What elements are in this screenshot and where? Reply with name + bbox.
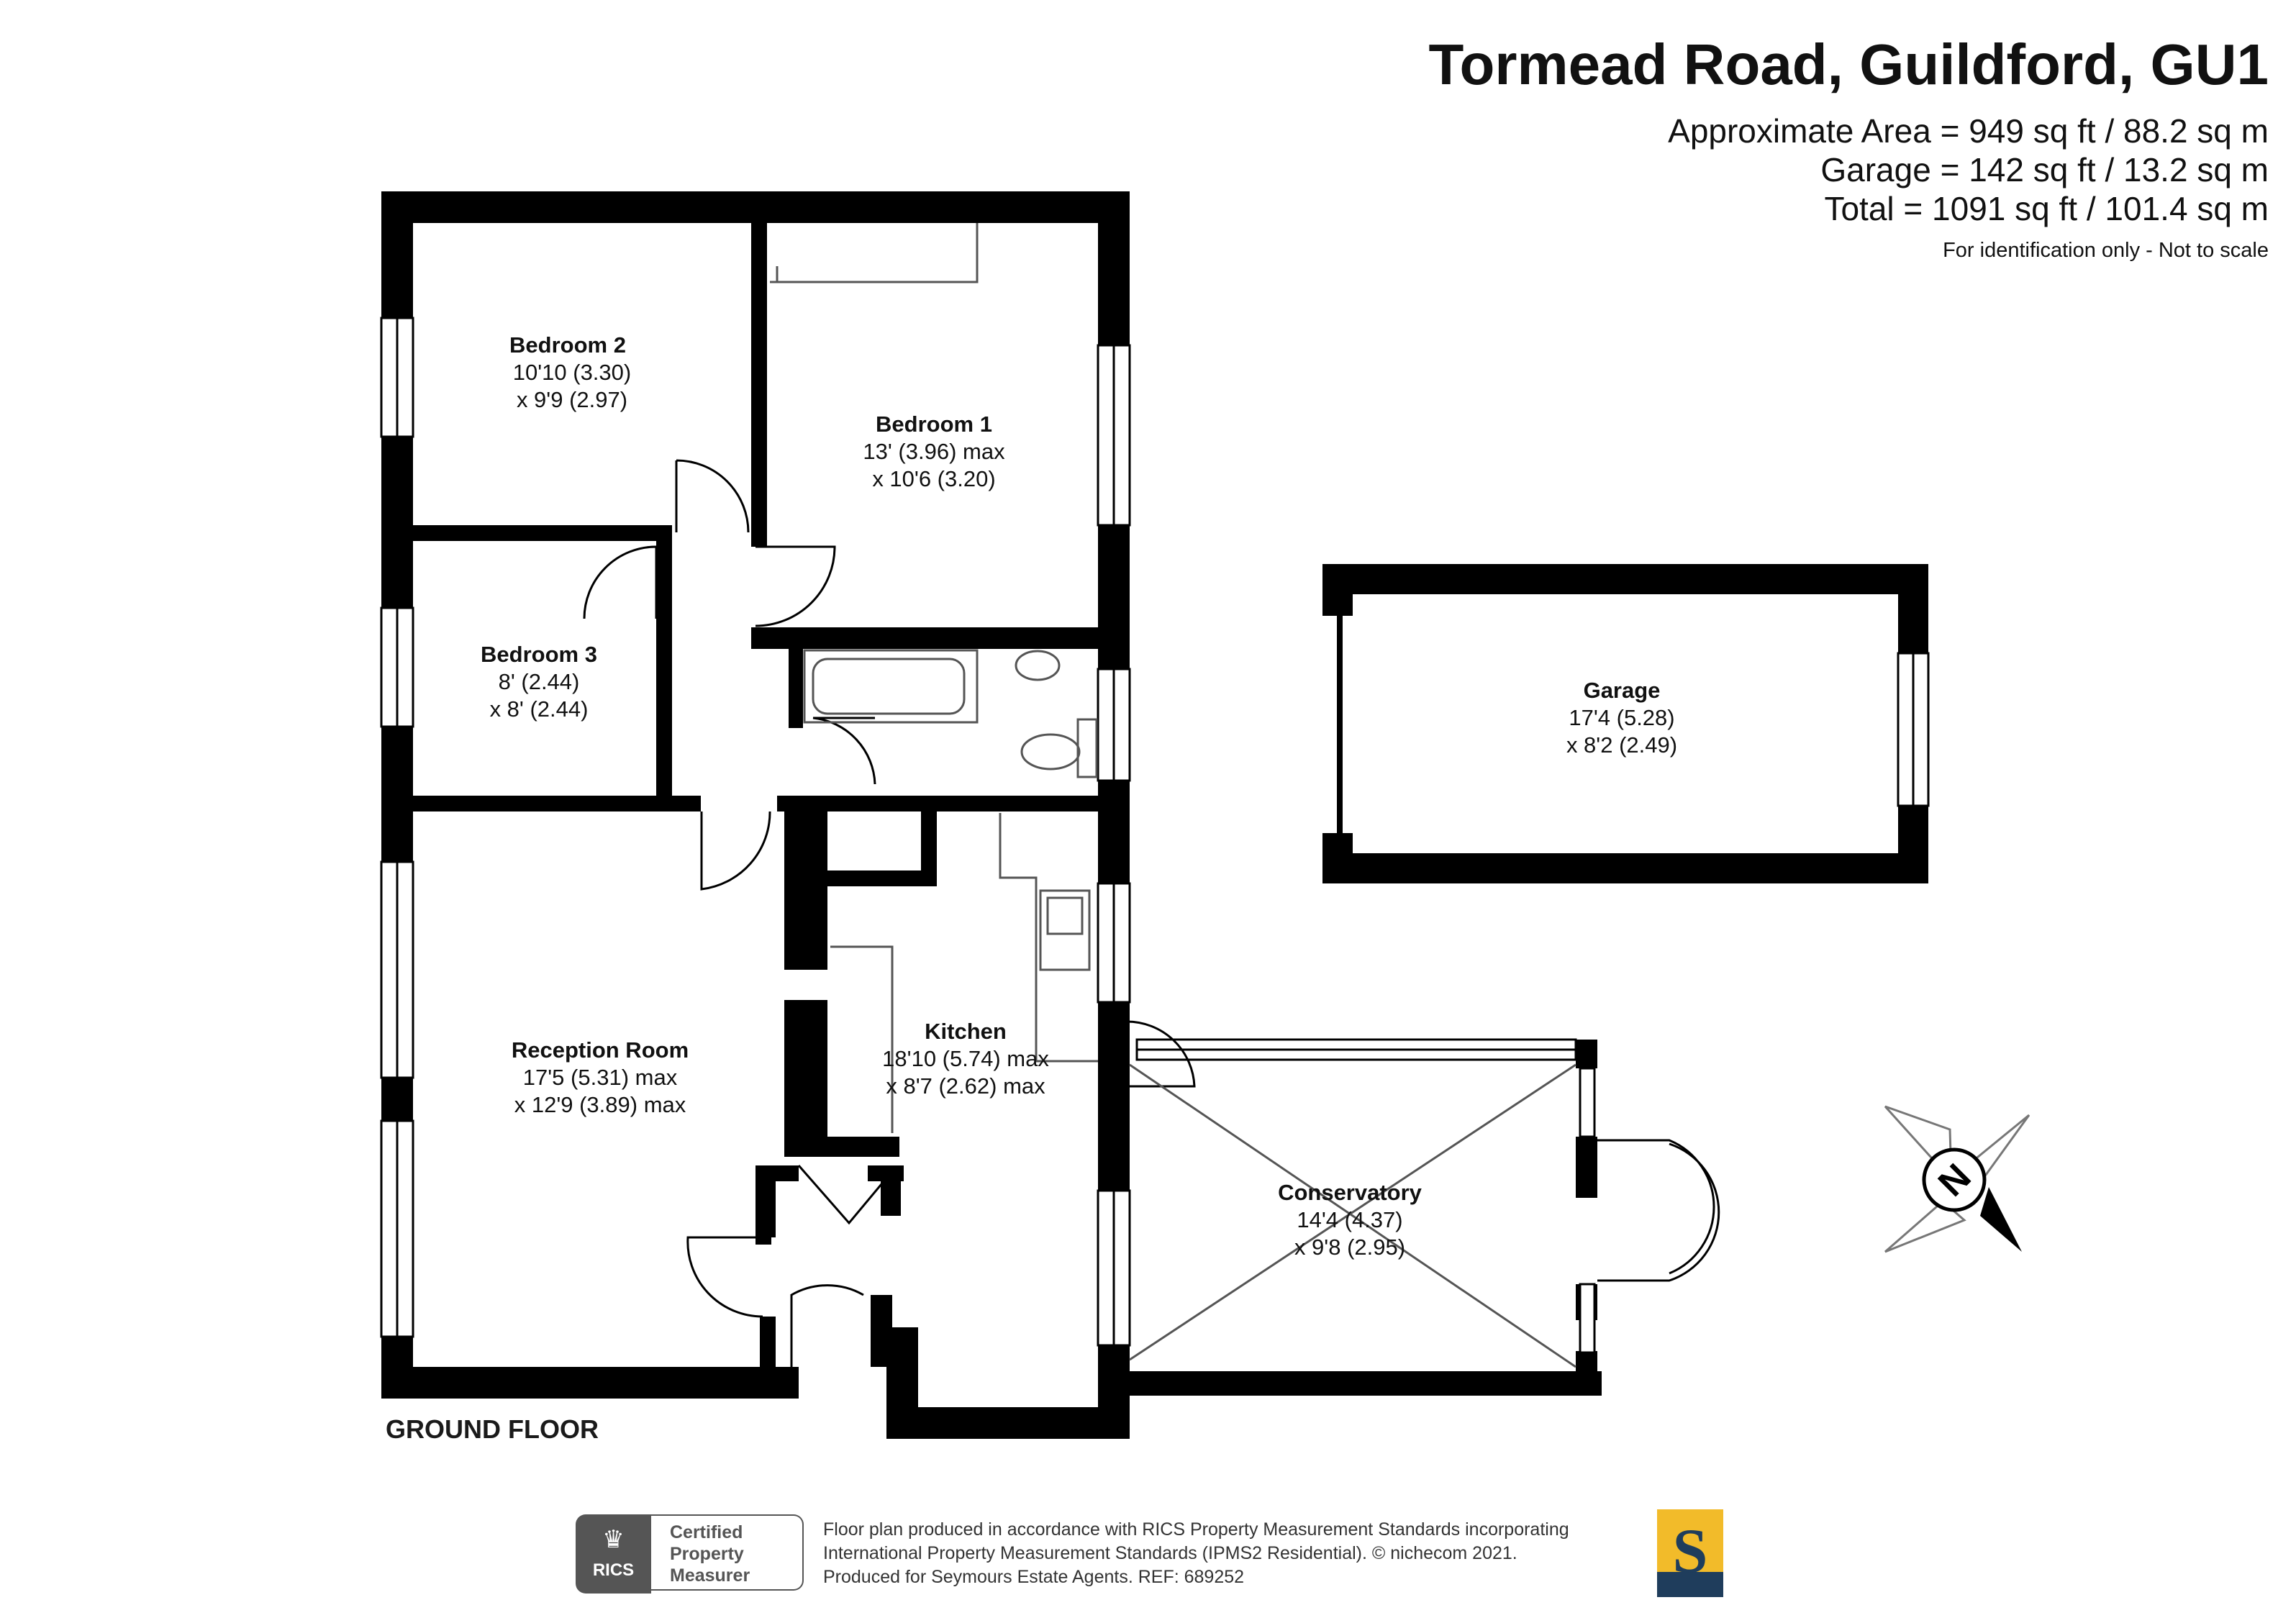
bedroom2-name: Bedroom 2 (509, 332, 626, 358)
kitchen-dim1: 18'10 (5.74) max (882, 1046, 1049, 1071)
bedroom1-dim2: x 10'6 (3.20) (872, 466, 995, 491)
total-area: Total = 1091 sq ft / 101.4 sq m (1824, 190, 2269, 227)
reception-dim1: 17'5 (5.31) max (523, 1065, 678, 1090)
doors (583, 459, 1720, 1367)
bedroom1-name: Bedroom 1 (876, 412, 992, 437)
footer-text: Floor plan produced in accordance with R… (823, 1518, 1569, 1589)
bedroom2-dim2: x 9'9 (2.97) (517, 387, 627, 412)
rics-badge-line: Certified (670, 1522, 743, 1542)
bath (803, 649, 979, 724)
wardrobe-rail (770, 223, 979, 283)
garage-dim1: 17'4 (5.28) (1569, 705, 1674, 730)
rics-badge-line: Property (670, 1544, 744, 1564)
conservatory-roof-line (1129, 1063, 1576, 1368)
conservatory-dim2: x 9'8 (2.95) (1294, 1235, 1405, 1260)
reception-name: Reception Room (512, 1037, 689, 1063)
reception-dim2: x 12'9 (3.89) max (514, 1092, 686, 1117)
garage-dim2: x 8'2 (2.49) (1566, 732, 1677, 758)
basin (1015, 650, 1061, 681)
garage-area: Garage = 142 sq ft / 13.2 sq m (1820, 151, 2269, 188)
garage-name: Garage (1584, 678, 1661, 703)
conservatory-dim1: 14'4 (4.37) (1297, 1207, 1402, 1232)
rics-badge: Certified Property Measurer (651, 1514, 804, 1591)
room-labels: Bedroom 2 10'10 (3.30) x 9'9 (2.97) Bedr… (481, 332, 1677, 1260)
bedroom1-dim1: 13' (3.96) max (863, 439, 1005, 464)
rics-seal: ♛ RICS (576, 1514, 651, 1594)
approximate-area: Approximate Area = 949 sq ft / 88.2 sq m (1668, 112, 2269, 150)
kitchen-name: Kitchen (925, 1019, 1007, 1044)
windows (380, 317, 1930, 1354)
toilet (1020, 733, 1081, 770)
agent-logo-bottom (1657, 1572, 1723, 1597)
agent-logo-letter: S (1672, 1517, 1708, 1586)
bedroom3-dim2: x 8' (2.44) (490, 696, 589, 722)
conservatory-name: Conservatory (1278, 1180, 1422, 1205)
floor-label: GROUND FLOOR (386, 1414, 599, 1444)
rics-seal-text: RICS (592, 1560, 635, 1580)
sink (1039, 889, 1091, 971)
agent-logo-top (1657, 1509, 1723, 1572)
rics-certified-logo: ♛ RICS Certified Property Measurer (576, 1514, 806, 1594)
kitchen-dim2: x 8'7 (2.62) max (886, 1073, 1045, 1099)
lion-crest-icon: ♛ (602, 1526, 625, 1553)
scale-disclaimer: For identification only - Not to scale (1943, 239, 2269, 262)
agent-logo: S (1657, 1509, 1723, 1597)
bedroom3-name: Bedroom 3 (481, 642, 597, 667)
bedroom2-dim1: 10'10 (3.30) (513, 360, 631, 385)
rics-badge-line: Measurer (670, 1565, 750, 1586)
fixtures (770, 223, 1576, 1368)
property-title: Tormead Road, Guildford, GU1 (1428, 32, 2269, 96)
compass (1884, 1105, 2030, 1253)
bedroom3-dim1: 8' (2.44) (499, 669, 580, 694)
footer-line: Floor plan produced in accordance with R… (823, 1519, 1569, 1540)
footer-line: International Property Measurement Stand… (823, 1543, 1517, 1563)
footer-line: Produced for Seymours Estate Agents. REF… (823, 1567, 1245, 1587)
